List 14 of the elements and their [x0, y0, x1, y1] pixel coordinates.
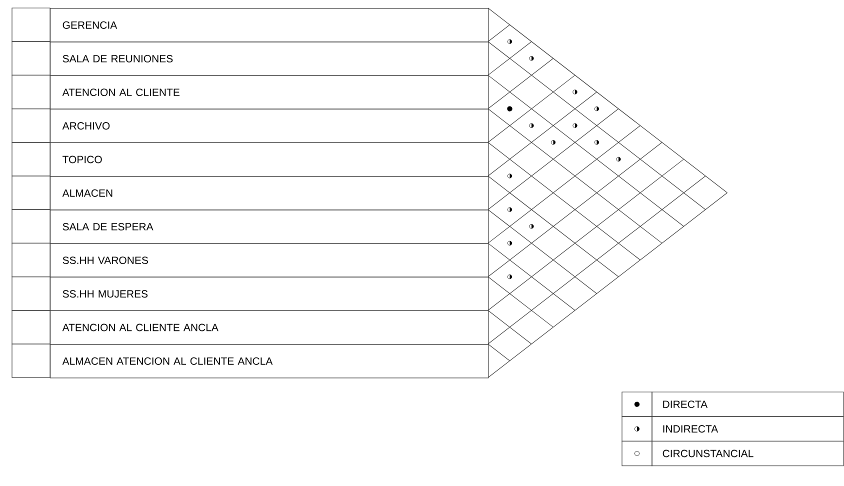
- space-row: ATENCION AL CLIENTE: [50, 75, 489, 110]
- legend-row: DIRECTA: [622, 392, 844, 417]
- legend-row: CIRCUNSTANCIAL: [622, 440, 844, 466]
- space-row: SALA DE REUNIONES: [50, 42, 489, 76]
- space-row: TOPICO: [50, 142, 489, 177]
- space-row: SALA DE ESPERA: [50, 210, 489, 244]
- space-row: ATENCION AL CLIENTE ANCLA: [50, 310, 489, 345]
- space-row: ARCHIVO: [50, 108, 489, 143]
- space-row: ALMACEN ATENCION AL CLIENTE ANCLA: [50, 344, 489, 378]
- space-row: SS.HH MUJERES: [50, 276, 489, 311]
- space-row: ALMACEN: [50, 176, 489, 210]
- space-row: SS.HH VARONES: [50, 243, 489, 278]
- legend-row: INDIRECTA: [622, 416, 844, 442]
- space-row: GERENCIA: [50, 8, 489, 42]
